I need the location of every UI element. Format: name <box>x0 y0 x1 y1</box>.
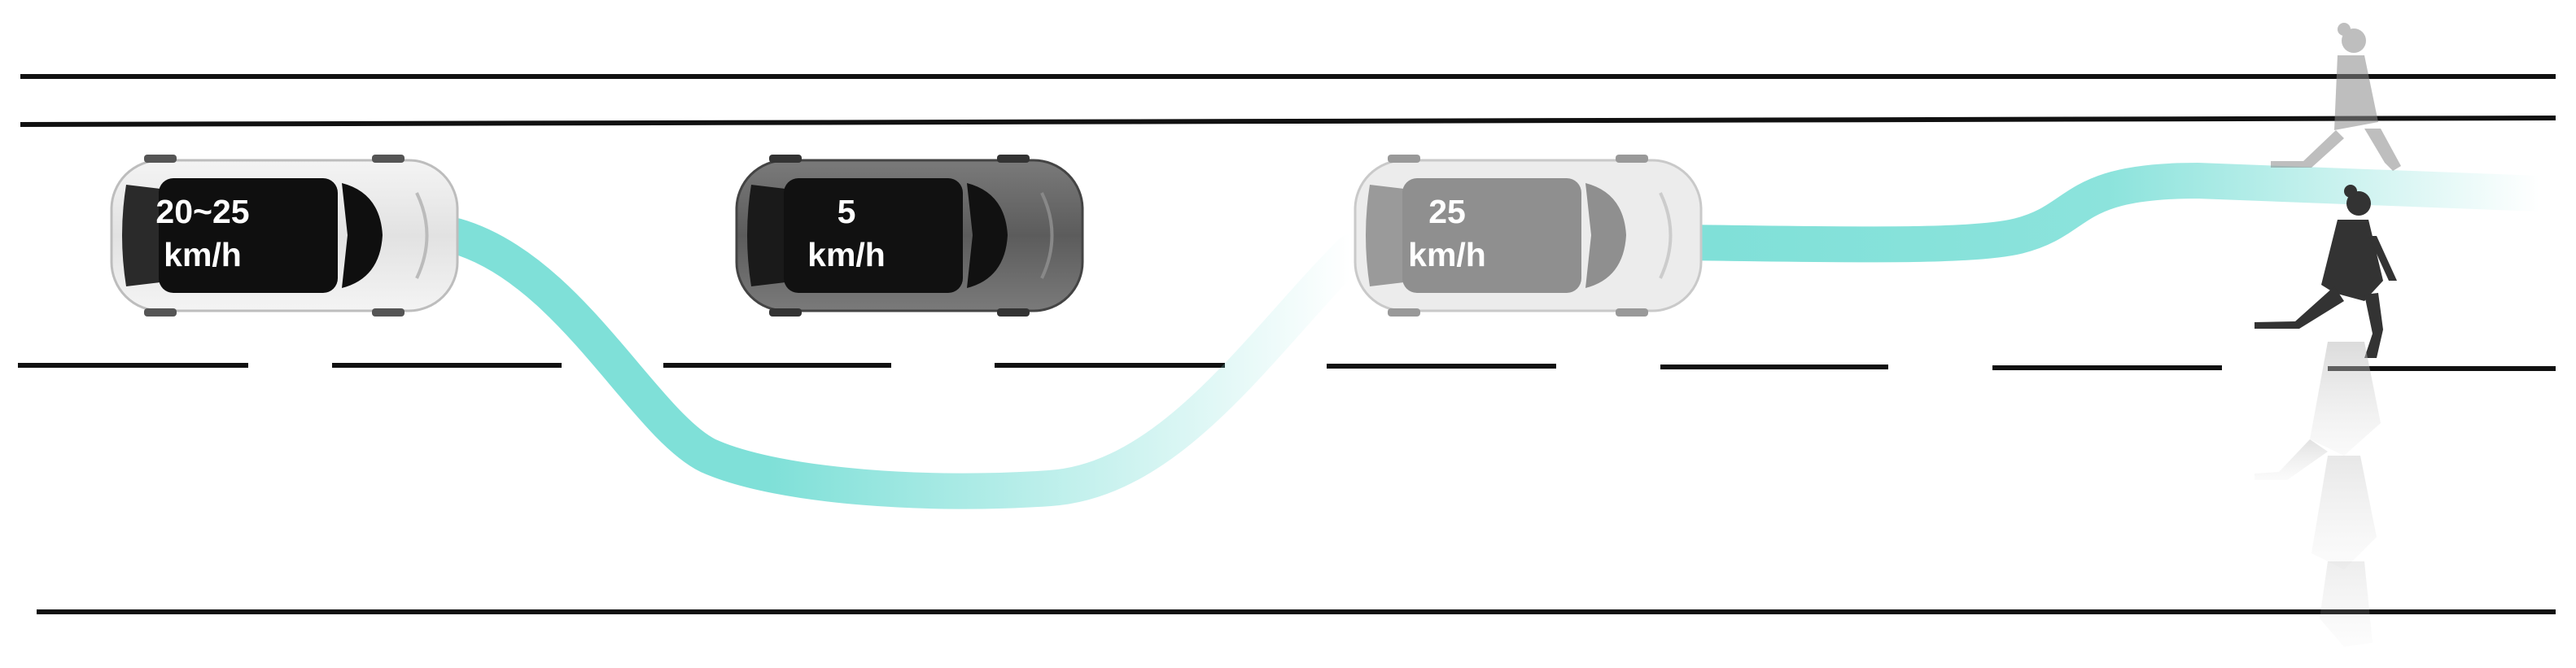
lane-divider-dashed <box>18 363 2556 371</box>
walking-woman-icon <box>2255 23 2401 647</box>
car-speed-value: 25 <box>1428 193 1466 230</box>
car-speed-unit: km/h <box>1408 236 1486 273</box>
passing-trajectory <box>438 218 1369 509</box>
road <box>18 74 2556 614</box>
pedestrian <box>2255 185 2397 358</box>
car-roof-window <box>159 178 338 293</box>
car-roof-window <box>1402 178 1581 293</box>
vehicle-path <box>438 162 2540 509</box>
pedestrian-ghost-trail <box>2255 342 2381 647</box>
car-ego-end: 25 km/h <box>1354 155 1703 317</box>
car-roof-window <box>784 178 963 293</box>
car-speed-value: 20~25 <box>155 193 249 230</box>
continuing-trajectory <box>1676 162 2540 263</box>
car-speed-unit: km/h <box>807 236 886 273</box>
road-edge-top-inner <box>20 116 2556 127</box>
car-ego-start: 20~25 km/h <box>110 155 459 317</box>
pedestrian-ghost-top <box>2271 23 2401 171</box>
car-speed-unit: km/h <box>164 236 242 273</box>
car-speed-value: 5 <box>838 193 856 230</box>
car-slow: 5 km/h <box>735 155 1084 317</box>
